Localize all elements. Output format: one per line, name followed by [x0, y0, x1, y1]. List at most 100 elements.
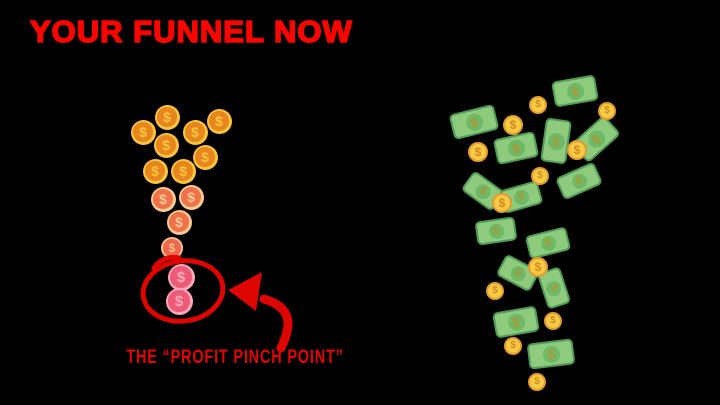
slide-title: YOUR FUNNEL NOW — [29, 13, 353, 50]
bill-seal: $ — [511, 187, 531, 207]
coin-face — [133, 122, 153, 142]
coin-face — [153, 189, 173, 209]
dollar-sign: $ — [588, 131, 604, 147]
dollar-sign: $ — [191, 124, 199, 140]
dollar-sign: $ — [474, 145, 482, 159]
coin-icon: $ — [567, 140, 587, 160]
coin-icon: $ — [503, 115, 523, 135]
coin-icon: $ — [192, 144, 218, 170]
bill-seal: $ — [507, 262, 529, 284]
coin-face — [185, 122, 205, 142]
coin-icon: $ — [153, 132, 179, 158]
bill-seal: $ — [541, 344, 561, 364]
dollar-bill-icon: $ — [448, 103, 500, 141]
bill-seal: $ — [565, 81, 585, 101]
coin-icon: $ — [178, 184, 204, 210]
bill-seal: $ — [487, 222, 505, 240]
dollar-bill-icon: $ — [540, 117, 572, 165]
coin-icon: $ — [531, 167, 549, 185]
dollar-sign: $ — [573, 173, 585, 188]
dollar-sign: $ — [510, 340, 516, 351]
coin-icon: $ — [544, 312, 562, 330]
coin-icon: $ — [528, 257, 548, 277]
dollar-bill-icon: $ — [554, 161, 604, 201]
caption-text: THE “PROFIT PINCH POINT” — [126, 347, 344, 369]
dollar-sign: $ — [511, 313, 521, 331]
bill-seal: $ — [472, 180, 494, 202]
dollar-bill-icon: $ — [492, 305, 540, 339]
coin-icon: $ — [486, 282, 504, 300]
dollar-sign: $ — [468, 113, 480, 131]
dollar-sign: $ — [510, 139, 522, 157]
dollar-sign: $ — [537, 170, 543, 181]
bill-seal: $ — [583, 126, 609, 152]
dollar-sign: $ — [509, 118, 517, 132]
coin-face — [173, 161, 193, 181]
dollar-sign: $ — [535, 99, 541, 110]
bill-seal: $ — [544, 278, 564, 298]
caption: THE “PROFIT PINCH POINT” — [100, 346, 370, 369]
coin-face — [157, 107, 177, 127]
dollar-sign: $ — [570, 82, 580, 100]
dollar-bill-icon: $ — [474, 216, 518, 246]
dollar-bill-icon: $ — [492, 130, 540, 166]
dollar-sign: $ — [163, 109, 171, 125]
coin-icon: $ — [130, 119, 156, 145]
dollar-sign: $ — [492, 224, 500, 237]
coin-icon: $ — [504, 337, 522, 355]
dollar-sign: $ — [516, 189, 526, 204]
dollar-sign: $ — [151, 163, 159, 179]
coin-face — [145, 161, 165, 181]
dollar-sign: $ — [168, 241, 176, 255]
coin-icon: $ — [154, 104, 180, 130]
dollar-sign: $ — [604, 105, 610, 116]
coin-icon: $ — [492, 193, 512, 213]
dollar-sign: $ — [534, 260, 542, 274]
dollar-sign: $ — [159, 191, 167, 207]
dollar-sign: $ — [215, 113, 223, 129]
dollar-sign: $ — [139, 124, 147, 140]
dollar-sign: $ — [550, 315, 556, 326]
coin-icon: $ — [468, 142, 488, 162]
coin-icon: $ — [142, 158, 168, 184]
dollar-sign: $ — [179, 163, 187, 179]
dollar-sign: $ — [534, 376, 540, 387]
coin-icon: $ — [598, 102, 616, 120]
dollar-sign: $ — [492, 285, 498, 296]
bill-seal: $ — [569, 171, 589, 191]
coin-icon: $ — [206, 108, 232, 134]
dollar-sign: $ — [512, 265, 524, 280]
coin-icon: $ — [170, 158, 196, 184]
coin-icon: $ — [528, 373, 546, 391]
dollar-sign: $ — [498, 196, 506, 210]
dollar-sign: $ — [546, 346, 556, 362]
dollar-sign: $ — [162, 137, 170, 153]
dollar-sign: $ — [477, 183, 490, 198]
dollar-sign: $ — [175, 214, 183, 230]
bill-seal: $ — [546, 131, 566, 151]
coin-icon: $ — [166, 209, 192, 235]
coin-icon: $ — [529, 96, 547, 114]
dollar-bill-icon: $ — [524, 226, 572, 260]
coin-face — [169, 212, 189, 232]
coin-face — [181, 187, 201, 207]
dollar-sign: $ — [543, 235, 553, 250]
dollar-sign: $ — [573, 143, 581, 157]
coin-icon: $ — [150, 186, 176, 212]
coin-icon: $ — [182, 119, 208, 145]
coin-face — [195, 147, 215, 167]
dollar-sign: $ — [551, 133, 561, 149]
dollar-bill-icon: $ — [551, 74, 599, 108]
coin-face — [163, 239, 181, 257]
bill-seal: $ — [463, 111, 485, 133]
dollar-sign: $ — [201, 149, 209, 165]
dollar-sign: $ — [547, 283, 562, 293]
bill-seal: $ — [506, 312, 526, 332]
dollar-bill-icon: $ — [526, 338, 576, 370]
bill-seal: $ — [505, 137, 527, 159]
dollar-sign: $ — [187, 189, 195, 205]
coin-icon: $ — [161, 237, 183, 259]
